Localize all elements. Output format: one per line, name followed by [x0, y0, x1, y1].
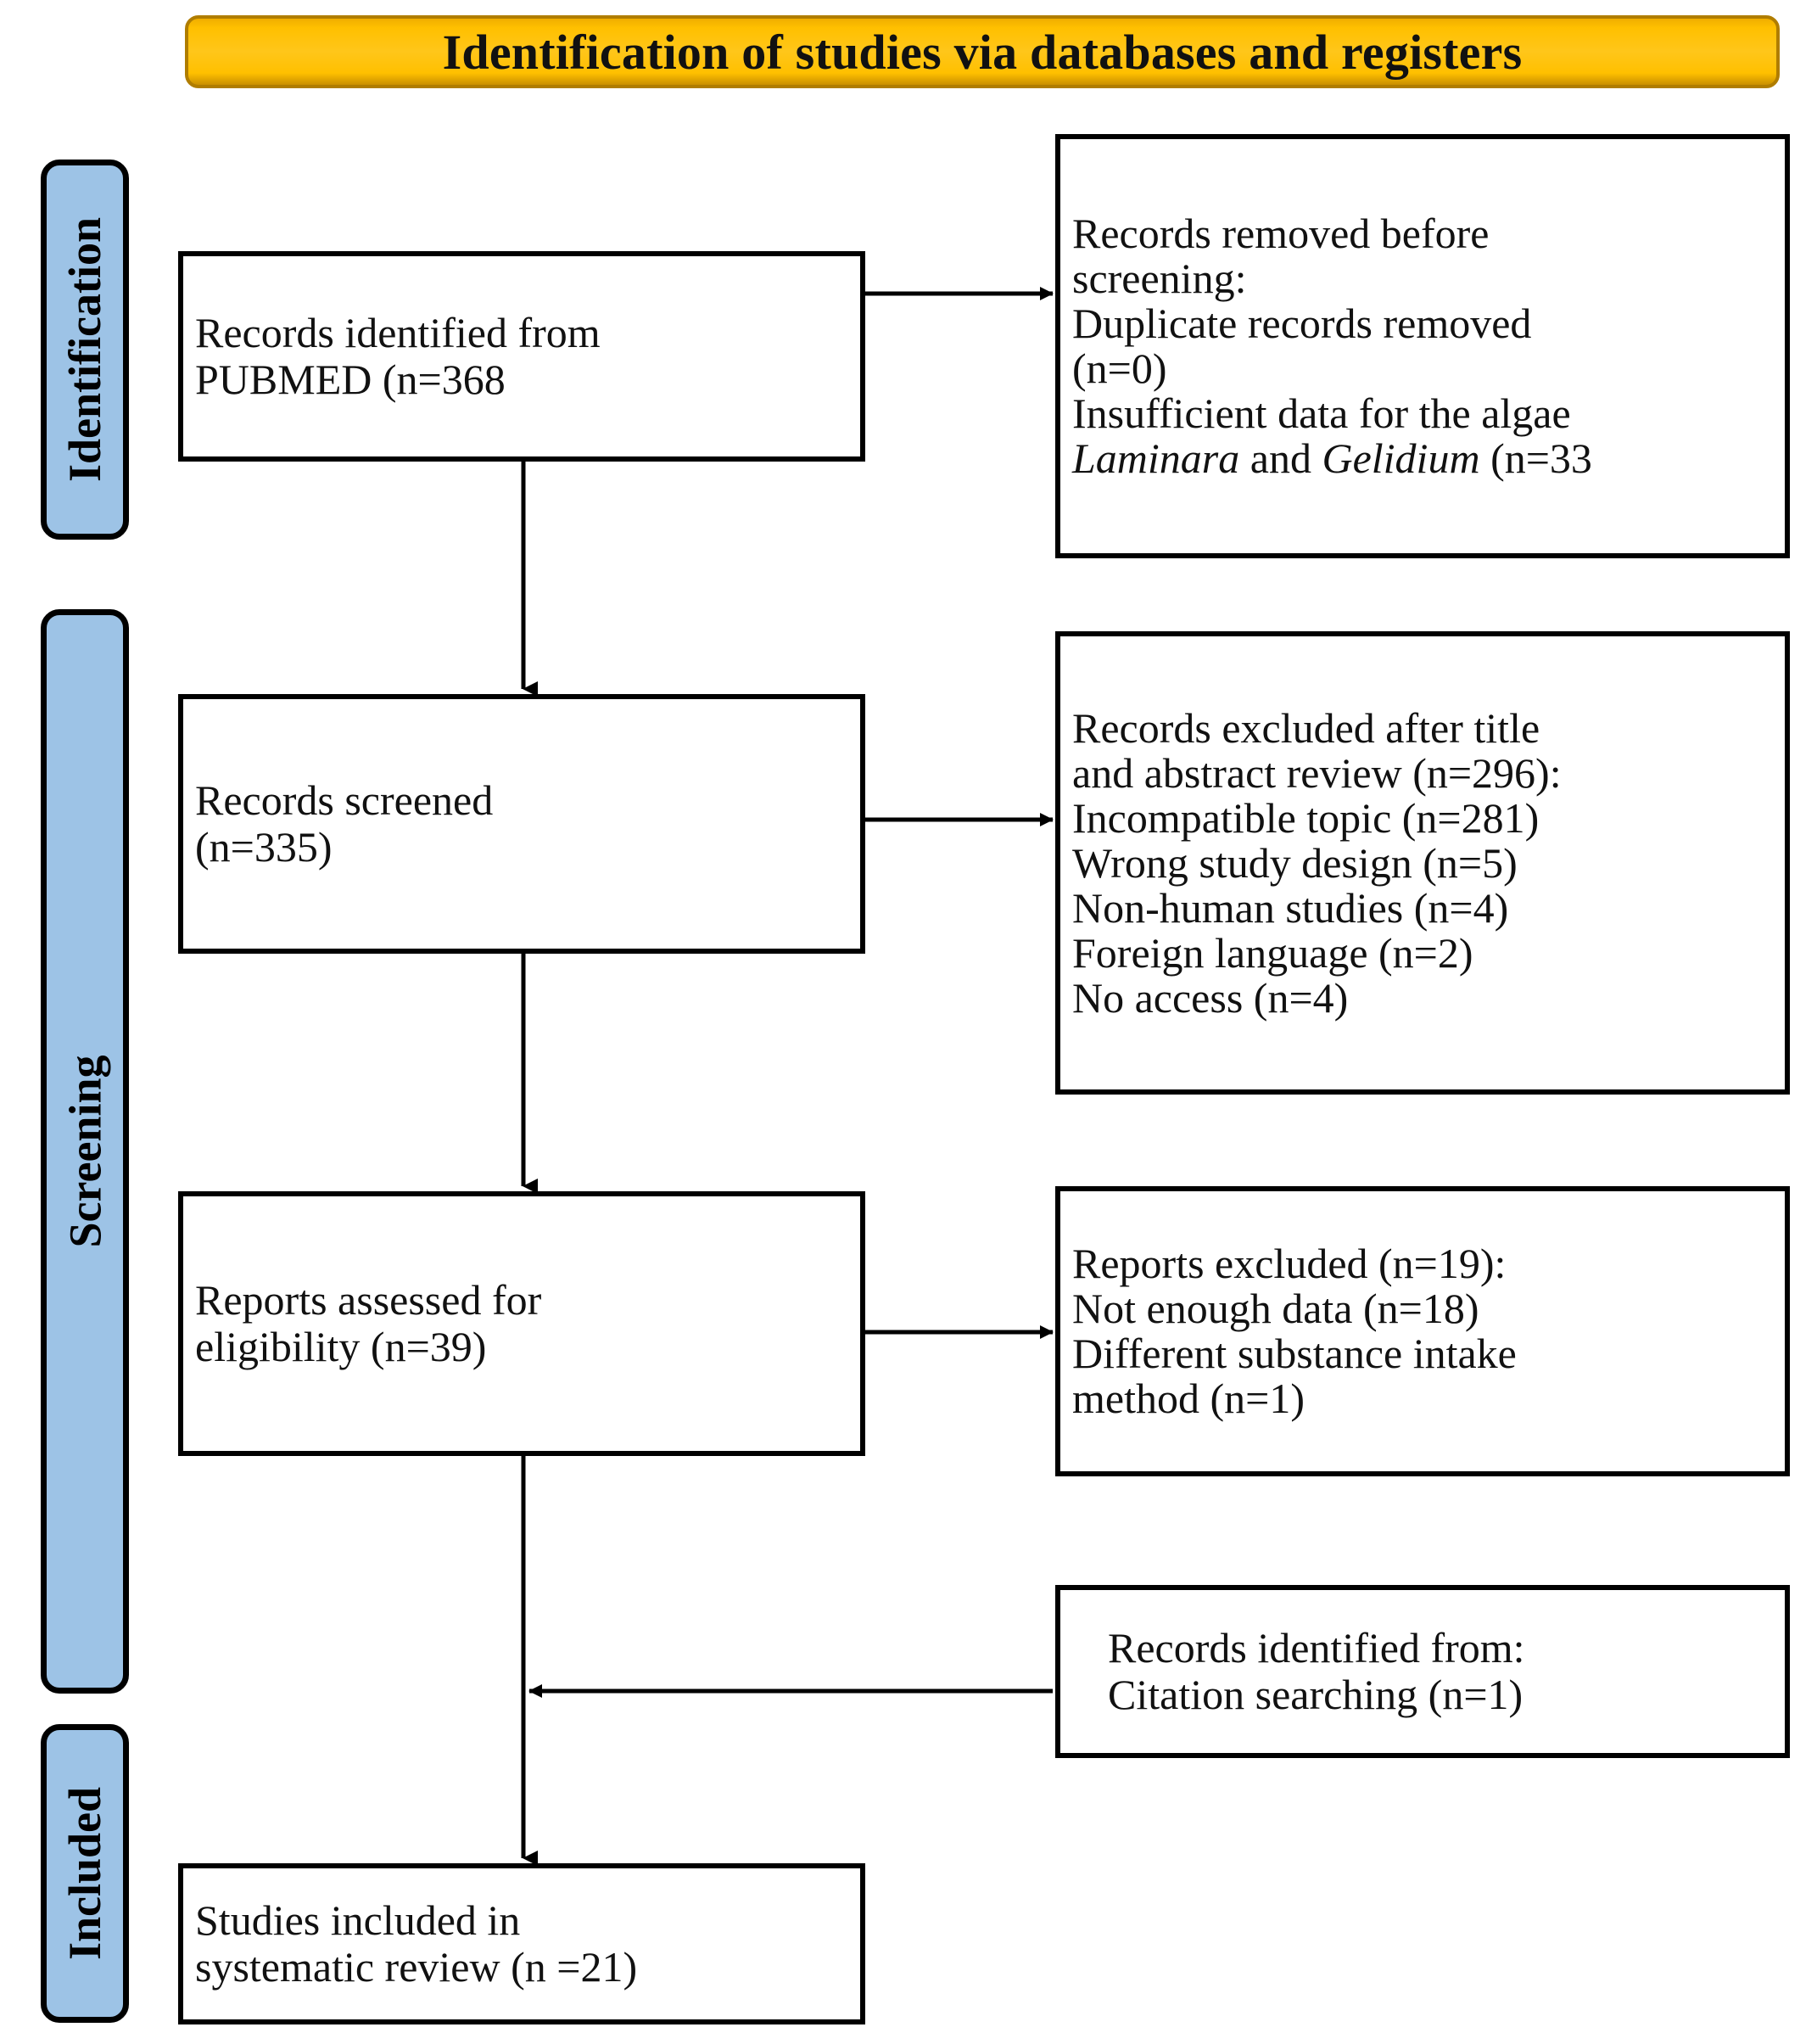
node-excluded1-line5: Non-human studies (n=4)	[1072, 883, 1509, 932]
node-records-identified-line2: PUBMED (n=368	[195, 356, 506, 403]
node-records-screened: Records screened (n=335)	[178, 694, 865, 954]
node-excluded1-line1: Records excluded after title	[1072, 703, 1540, 752]
node-records-removed-line2: screening:	[1072, 255, 1247, 302]
species-laminara: Laminara	[1072, 434, 1240, 482]
node-excluded2-line1: Reports excluded (n=19):	[1072, 1240, 1507, 1287]
node-studies-included-line1: Studies included in	[195, 1896, 521, 1944]
stage-label-identification: Identification	[41, 160, 129, 540]
node-excluded1-line6: Foreign language (n=2)	[1072, 928, 1473, 977]
removed-conjunction: and	[1239, 434, 1322, 482]
node-excluded2-line4: method (n=1)	[1072, 1375, 1305, 1422]
removed-count: (n=33	[1479, 434, 1592, 482]
node-records-removed-line5: Insufficient data for the algae	[1072, 389, 1571, 437]
stage-label-screening-text: Screening	[59, 1055, 110, 1248]
node-reports-assessed-line1: Reports assessed for	[195, 1276, 542, 1324]
node-reports-assessed-line2: eligibility (n=39)	[195, 1323, 487, 1370]
stage-label-included: Included	[41, 1724, 129, 2023]
page-title: Identification of studies via databases …	[442, 24, 1523, 80]
node-records-removed-line6: Laminara and Gelidium (n=33	[1060, 436, 1785, 481]
node-records-screened-line1: Records screened	[195, 776, 494, 824]
stage-label-included-text: Included	[59, 1786, 110, 1961]
node-excluded1-line7: No access (n=4)	[1072, 973, 1349, 1022]
node-records-excluded-title-abstract: Records excluded after title and abstrac…	[1055, 631, 1790, 1095]
node-citation-line2: Citation searching (n=1)	[1108, 1671, 1523, 1718]
node-records-identified: Records identified from PUBMED (n=368	[178, 251, 865, 462]
node-records-screened-line2: (n=335)	[195, 823, 333, 871]
node-records-removed-line3: Duplicate records removed	[1072, 300, 1532, 347]
stage-label-screening: Screening	[41, 609, 129, 1694]
node-reports-excluded: Reports excluded (n=19): Not enough data…	[1055, 1186, 1790, 1476]
node-studies-included: Studies included in systematic review (n…	[178, 1863, 865, 2024]
node-records-removed-line1: Records removed before	[1072, 210, 1490, 257]
node-excluded1-line3: Incompatible topic (n=281)	[1072, 793, 1540, 842]
stage-label-identification-text: Identification	[59, 216, 111, 483]
node-citation-searching: Records identified from: Citation search…	[1055, 1585, 1790, 1758]
node-excluded2-line2: Not enough data (n=18)	[1072, 1285, 1479, 1332]
diagram-title-banner: Identification of studies via databases …	[185, 15, 1780, 88]
node-excluded2-line3: Different substance intake	[1072, 1330, 1517, 1377]
node-reports-assessed-eligibility: Reports assessed for eligibility (n=39)	[178, 1191, 865, 1456]
node-citation-line1: Records identified from:	[1108, 1624, 1525, 1672]
node-records-removed-line4: (n=0)	[1072, 344, 1167, 392]
species-gelidium: Gelidium	[1322, 434, 1480, 482]
node-records-identified-line1: Records identified from	[195, 309, 601, 356]
node-studies-included-line2: systematic review (n =21)	[195, 1943, 638, 1991]
node-excluded1-line4: Wrong study design (n=5)	[1072, 838, 1518, 887]
node-records-removed-before-screening: Records removed before screening: Duplic…	[1055, 134, 1790, 558]
node-excluded1-line2: and abstract review (n=296):	[1072, 748, 1562, 797]
